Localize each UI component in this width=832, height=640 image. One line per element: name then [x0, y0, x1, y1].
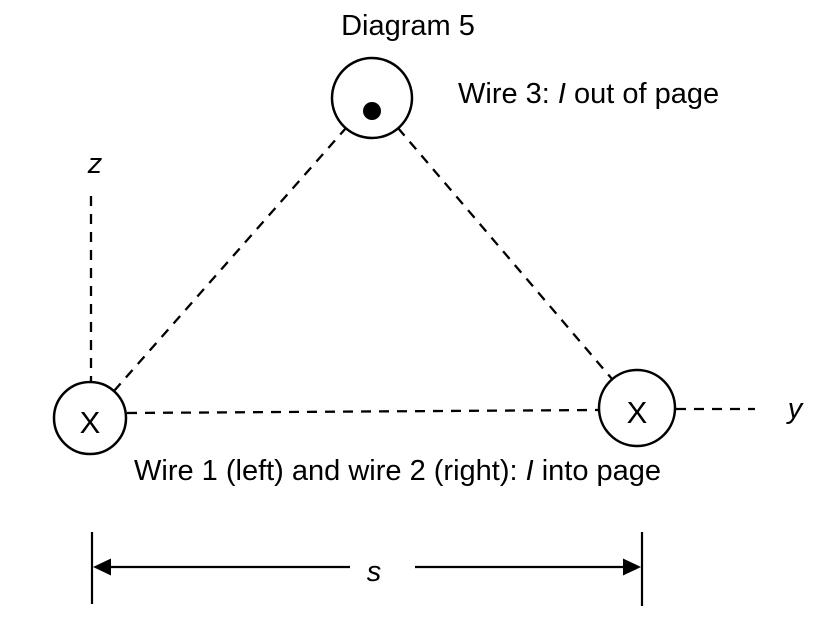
triangle-right-side-dashed-line: [397, 127, 613, 380]
wire12-current-symbol: I: [525, 455, 534, 487]
right-arrowhead-icon: [623, 558, 641, 576]
wire12-label: Wire 1 (left) and wire 2 (right): I into…: [134, 457, 661, 486]
wire3-label: Wire 3: I out of page: [458, 80, 719, 109]
triangle-base-dashed-line: [126, 408, 599, 415]
separation-label: s: [366, 556, 382, 588]
wire1-into-page-icon: [52, 380, 128, 456]
wire1-cross-glyph: X: [80, 405, 101, 440]
y-axis-label: y: [787, 393, 803, 425]
wire3-label-suffix: out of page: [565, 78, 720, 110]
triangle-left-side-dashed-line: [113, 127, 347, 392]
wire3-current-dot-icon: [363, 102, 381, 120]
wire2-cross-glyph: X: [627, 395, 648, 430]
left-arrowhead-icon: [93, 558, 111, 576]
wire3-current-symbol: I: [557, 78, 566, 110]
diagram-title: Diagram 5: [341, 10, 475, 42]
wire12-label-prefix: Wire 1 (left) and wire 2 (right):: [134, 455, 526, 487]
wire3-label-prefix: Wire 3:: [458, 78, 558, 110]
wire12-label-suffix: into page: [533, 455, 662, 487]
z-axis-label: z: [87, 148, 103, 180]
wire2-into-page-icon: [597, 368, 677, 448]
wire3-out-of-page-icon: [330, 56, 414, 140]
